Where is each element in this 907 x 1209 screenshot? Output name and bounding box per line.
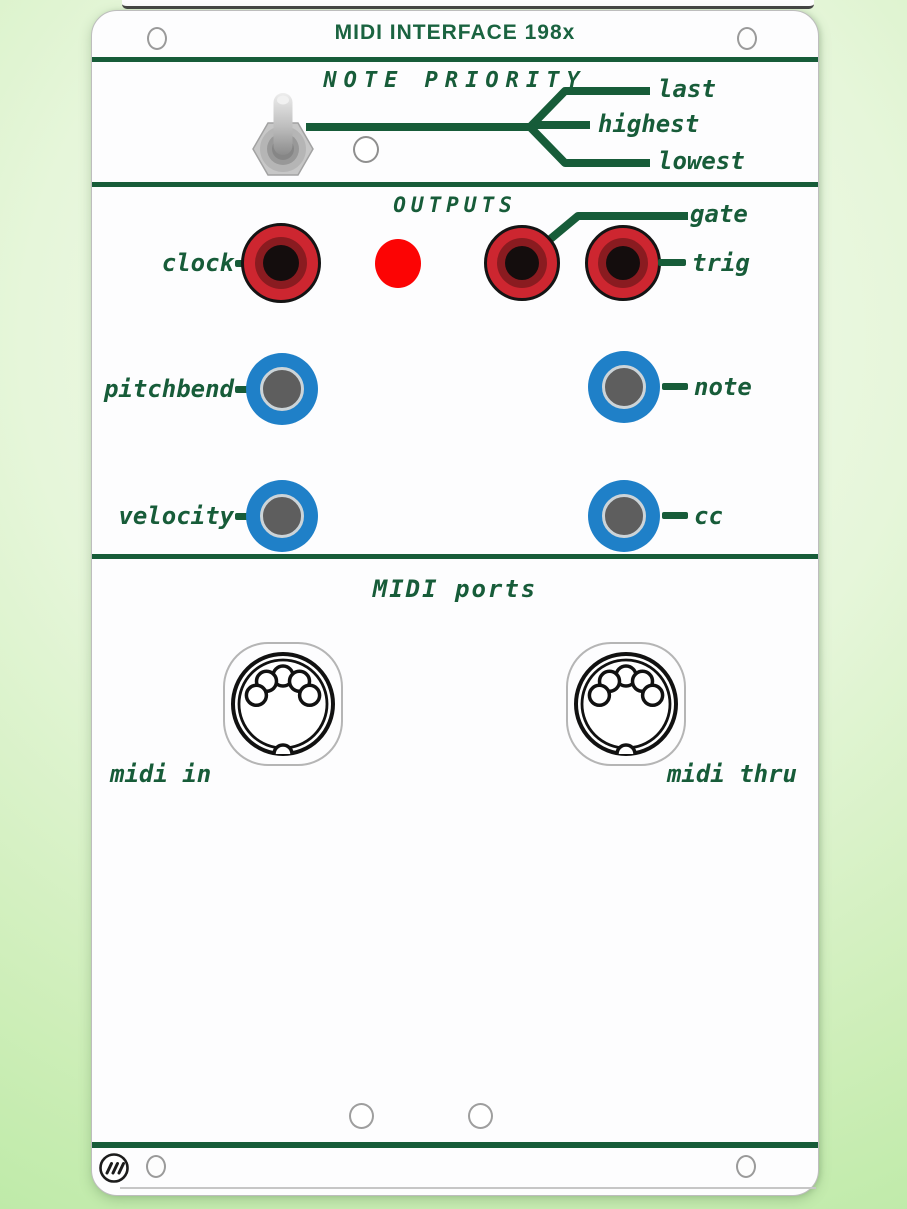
note-priority-fork-lines bbox=[306, 87, 650, 167]
velocity-lead-line bbox=[235, 513, 250, 520]
screw-hole-bottom-right bbox=[736, 1155, 756, 1178]
divider-outputs bbox=[92, 554, 818, 559]
divider-footer bbox=[92, 1142, 818, 1148]
screw-hole-top-right bbox=[737, 27, 757, 50]
jack-clock[interactable] bbox=[241, 223, 321, 303]
velocity-label: velocity bbox=[118, 502, 234, 530]
clock-label: clock bbox=[161, 249, 234, 277]
gate-label: gate bbox=[690, 200, 748, 228]
screw-hole-top-left bbox=[147, 27, 167, 50]
panel-bottom-seam bbox=[120, 1187, 816, 1189]
divider-note-priority bbox=[92, 182, 818, 187]
note-lead-line bbox=[662, 383, 688, 390]
trig-lead-line bbox=[658, 259, 686, 266]
midi-thru-din-port[interactable] bbox=[564, 642, 688, 766]
screw-hole-bottom-left bbox=[146, 1155, 166, 1178]
midi-ports-heading: MIDI ports bbox=[372, 575, 538, 603]
module-panel: MIDI INTERFACE 198x NOTE PRIORITY last h… bbox=[91, 10, 819, 1196]
outputs-heading: OUTPUTS bbox=[393, 193, 517, 217]
jack-cc[interactable] bbox=[588, 480, 660, 552]
cc-label: cc bbox=[694, 502, 723, 530]
gate-lead-line bbox=[545, 212, 688, 245]
trig-label: trig bbox=[692, 249, 750, 277]
module-title: MIDI INTERFACE 198x bbox=[334, 21, 576, 44]
note-label: note bbox=[694, 373, 752, 401]
jack-note[interactable] bbox=[588, 351, 660, 423]
option-lowest-label: lowest bbox=[658, 147, 745, 175]
panel-hole-bottom-left bbox=[349, 1103, 374, 1129]
note-priority-heading: NOTE PRIORITY bbox=[323, 68, 587, 93]
pitchbend-lead-line bbox=[235, 386, 250, 393]
panel-hole-switch bbox=[353, 136, 379, 163]
midi-activity-led bbox=[375, 239, 421, 288]
midi-thru-label: midi thru bbox=[666, 760, 797, 788]
option-highest-label: highest bbox=[598, 110, 700, 138]
panel-hole-bottom-right bbox=[468, 1103, 493, 1129]
jack-pitchbend[interactable] bbox=[246, 353, 318, 425]
adjacent-module-edge bbox=[122, 0, 814, 9]
note-priority-toggle-switch[interactable] bbox=[245, 89, 321, 185]
pitchbend-label: pitchbend bbox=[103, 375, 234, 403]
option-last-label: last bbox=[658, 75, 716, 103]
midi-in-label: midi in bbox=[110, 760, 212, 788]
divider-header bbox=[92, 57, 818, 62]
jack-trig[interactable] bbox=[585, 225, 661, 301]
maker-logo-icon bbox=[99, 1153, 129, 1183]
jack-gate[interactable] bbox=[484, 225, 560, 301]
jack-velocity[interactable] bbox=[246, 480, 318, 552]
cc-lead-line bbox=[662, 512, 688, 519]
midi-in-din-port[interactable] bbox=[221, 642, 345, 766]
